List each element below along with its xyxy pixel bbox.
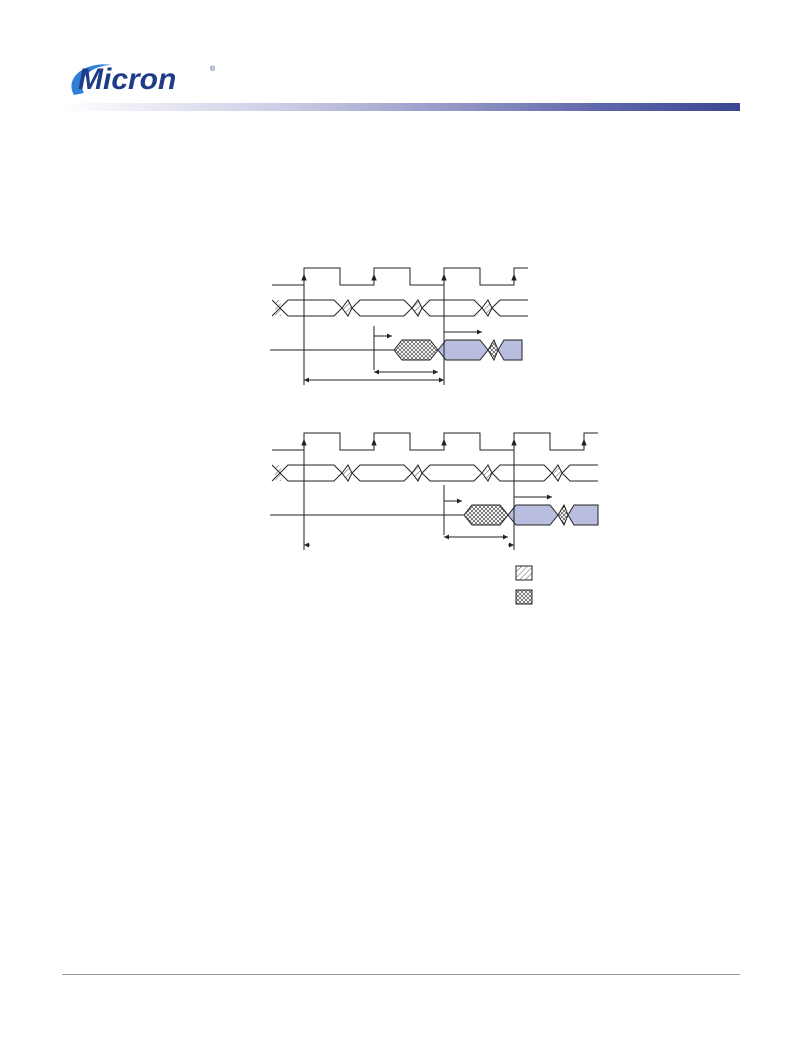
diagram-1 [270, 267, 528, 385]
timing-diagram [270, 267, 599, 605]
logo-swoosh-icon [71, 64, 112, 95]
registered-mark: ® [210, 65, 216, 73]
logo-wordmark: Micron [78, 63, 176, 96]
diagram-2 [270, 432, 599, 550]
hatch-icon [515, 565, 533, 581]
clock-edge-marker [301, 273, 517, 281]
clock-waveform-1 [272, 267, 528, 286]
dq-waveform-2 [270, 503, 599, 527]
micron-logo: Micron ® [71, 63, 216, 96]
command-bus-2 [271, 464, 598, 482]
command-bus-1 [271, 299, 528, 317]
dq-waveform-1 [270, 338, 523, 362]
crosshatch-icon [515, 589, 533, 605]
legend [515, 565, 533, 605]
footer-rule [62, 974, 740, 975]
clock-waveform-2 [272, 432, 598, 451]
header-rule [62, 103, 740, 111]
